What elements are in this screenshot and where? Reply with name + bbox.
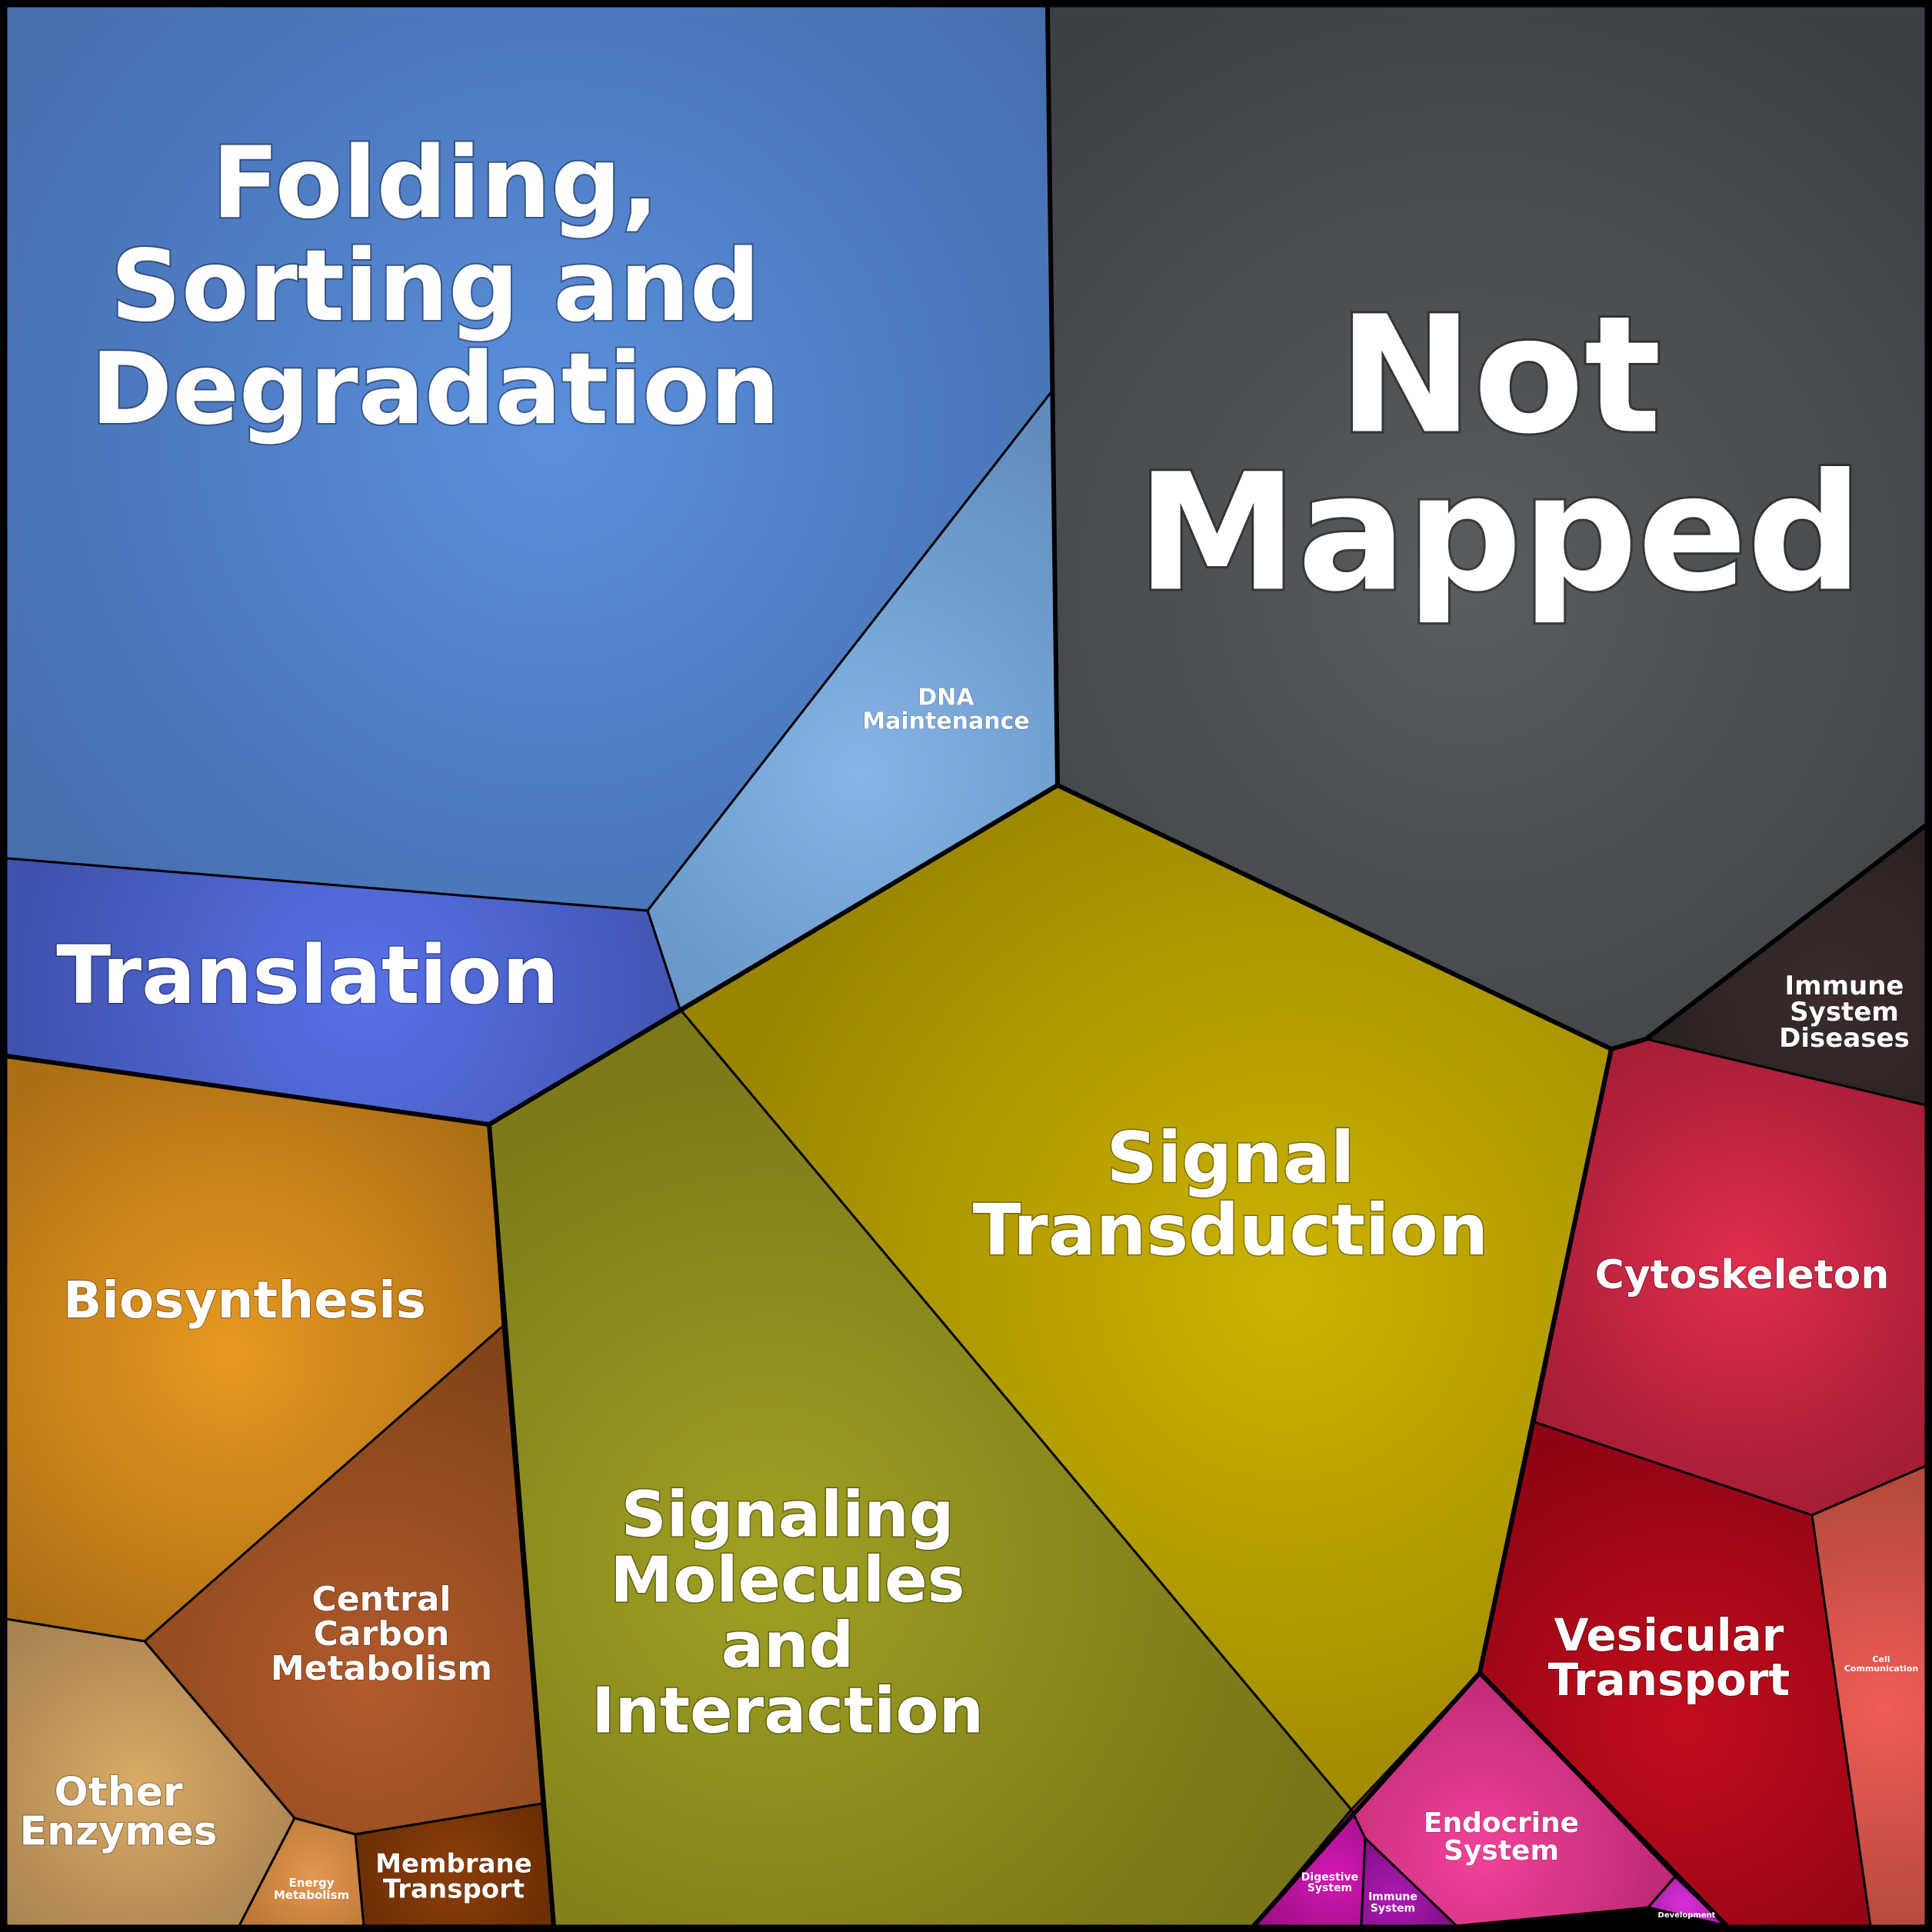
label-development: Development (1658, 1911, 1716, 1920)
label-cytoskeleton: Cytoskeleton (1595, 1252, 1890, 1298)
label-biosynthesis: Biosynthesis (63, 1271, 426, 1330)
label-translation: Translation (56, 928, 559, 1022)
group-boundaries (5, 5, 1927, 1928)
